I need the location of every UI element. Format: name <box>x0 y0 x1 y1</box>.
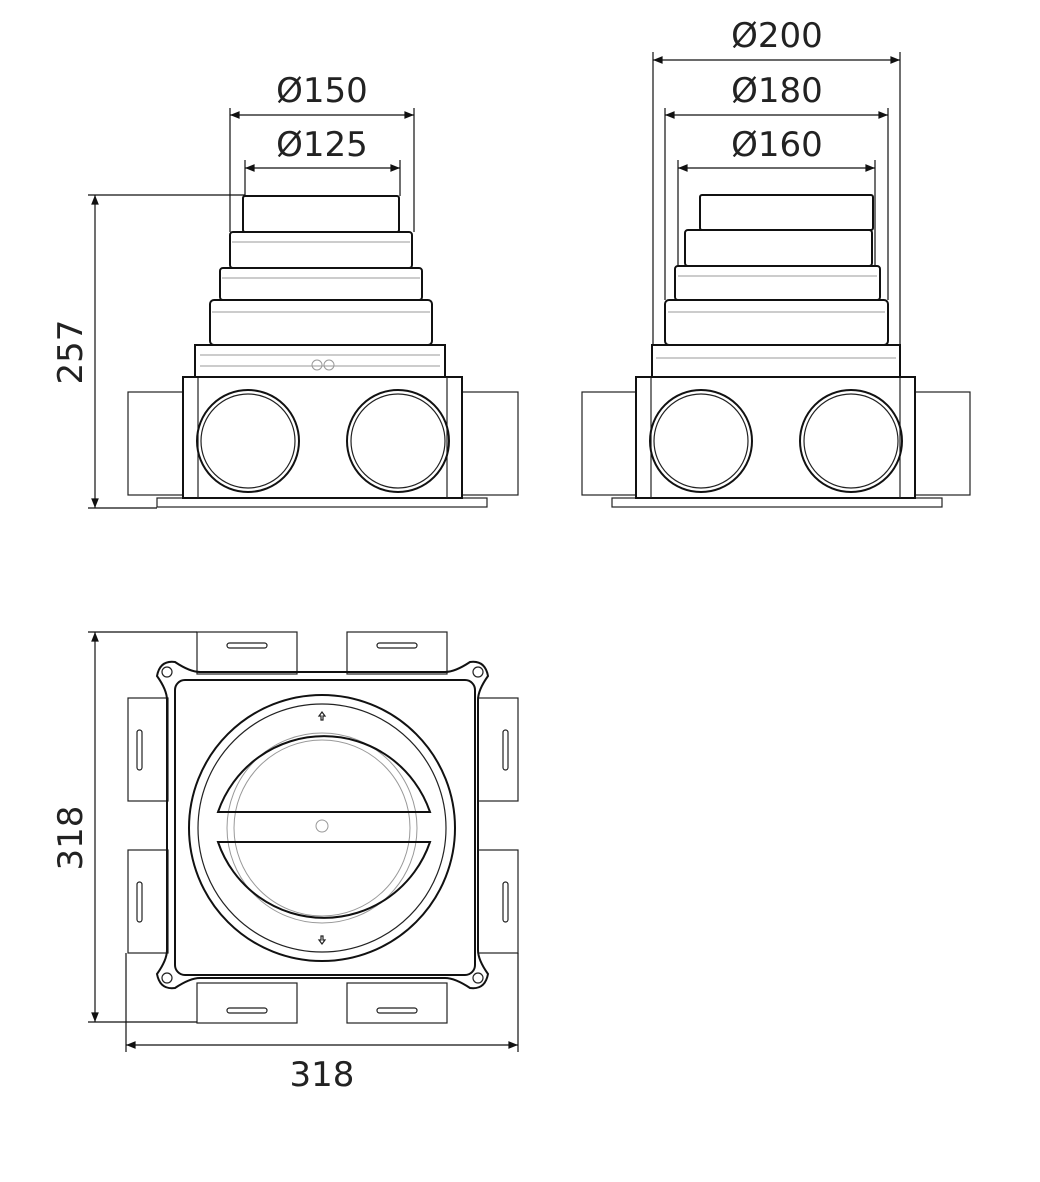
right-view-dimensions: Ø200 Ø180 Ø160 <box>652 16 901 345</box>
dimension-label-180: Ø180 <box>731 71 823 111</box>
dimension-label-height: 257 <box>51 320 91 385</box>
dimension-label-200: Ø200 <box>731 16 823 56</box>
dimension-label-depth: 318 <box>51 806 91 871</box>
dimension-label-150: Ø150 <box>276 71 368 111</box>
dimension-label-width: 318 <box>290 1055 355 1095</box>
dimension-label-160: Ø160 <box>731 125 823 165</box>
front-view-reducer-125-150 <box>127 195 519 508</box>
top-view-plenum <box>127 631 519 1024</box>
top-view-dimensions: 318 318 <box>51 631 519 1095</box>
left-view-dimensions: Ø150 Ø125 257 <box>51 71 415 509</box>
front-view-reducer-160-200 <box>581 194 971 508</box>
dimension-label-125: Ø125 <box>276 125 368 165</box>
